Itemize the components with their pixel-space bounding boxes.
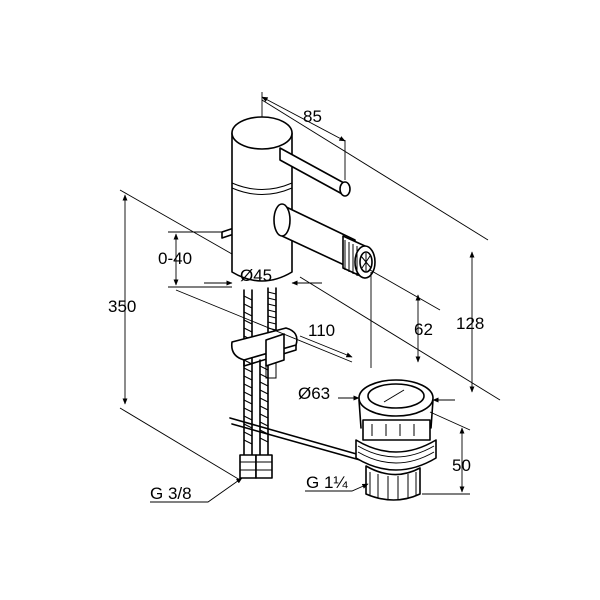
dim-110-label: 110 [308, 321, 335, 340]
spout [273, 203, 376, 279]
dim-50-label: 50 [452, 456, 471, 475]
popup-waste [355, 379, 437, 501]
dim-dia45-label: Ø45 [240, 266, 272, 285]
dim-dia63-label: Ø63 [298, 384, 330, 403]
dimension-lines [119, 92, 501, 503]
dim-62-label: 62 [414, 320, 433, 339]
dim-350-label: 350 [108, 297, 136, 316]
thread-g38-label: G 3/8 [150, 484, 192, 503]
dim-0-40-label: 0-40 [158, 249, 192, 268]
dim-85-label: 85 [303, 107, 322, 126]
dim-128-label: 128 [456, 314, 484, 333]
lever-handle [279, 147, 351, 197]
thread-g114-label: G 1¼ [306, 473, 348, 492]
hoses-and-mounting [229, 287, 361, 479]
faucet-body [221, 116, 293, 282]
